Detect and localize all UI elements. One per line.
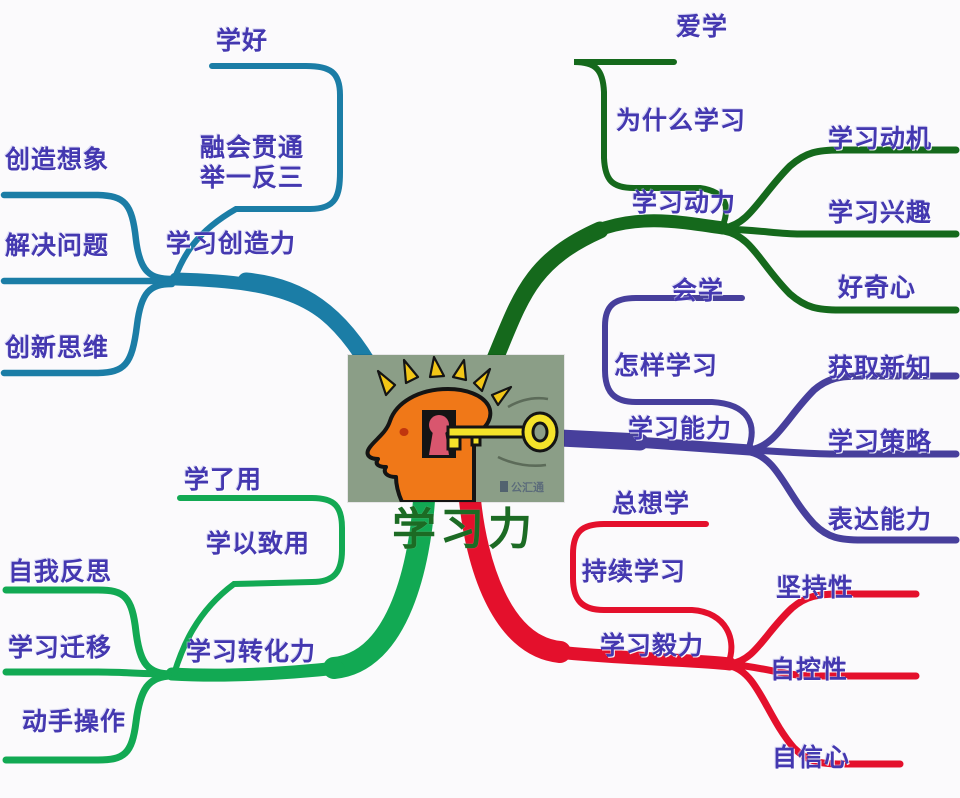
node-xuexi-chuangzaoli[interactable]: 学习创造力 — [166, 229, 297, 258]
node-zikongxing[interactable]: 自控性 — [770, 655, 849, 684]
edge-transformation-hook — [171, 495, 345, 677]
head-with-keyhole-and-key-icon: 公汇通 — [348, 355, 564, 502]
edge-xuexi-dongji — [720, 146, 960, 232]
node-biaoda-nengli[interactable]: 表达能力 — [828, 505, 933, 534]
edge-perseverance-hook — [570, 521, 735, 667]
edge-xuexi-qianyi — [2, 668, 176, 678]
edge-chuangzao-xiangxiang — [0, 191, 176, 283]
central-image: 公汇通 — [348, 355, 564, 502]
node-chuangzao-xiangxiang[interactable]: 创造想象 — [5, 145, 110, 174]
node-xuexi-zhuanhuali[interactable]: 学习转化力 — [186, 637, 317, 666]
edge-group-motivation — [483, 59, 960, 375]
trunk-ability — [551, 429, 649, 451]
edge-zixinxin — [726, 662, 904, 768]
edge-zikongxing — [726, 660, 920, 680]
edge-motivation-hook — [573, 59, 730, 231]
node-jiejue-wenti[interactable]: 解决问题 — [5, 231, 110, 260]
edge-huoqu-xinzhi — [746, 372, 960, 454]
node-xuexi-yili[interactable]: 学习毅力 — [600, 631, 705, 660]
keyhole-stem — [429, 431, 449, 455]
node-xuexi-dongji[interactable]: 学习动机 — [828, 124, 933, 153]
edge-biaoda-nengli — [746, 448, 960, 544]
edge-xuexi-celue — [746, 446, 960, 458]
edge-xuexi-xingqu — [720, 225, 960, 238]
node-dongshou-caozuo[interactable]: 动手操作 — [22, 707, 127, 736]
node-zenyang-xuexi[interactable]: 怎样学习 — [614, 351, 719, 380]
svg-text:公汇通: 公汇通 — [511, 481, 544, 494]
node-jianchixing[interactable]: 坚持性 — [776, 573, 855, 602]
node-juyi-fansan: 举一反三 — [200, 162, 305, 192]
node-ronghui-guantong: 融会贯通 — [200, 133, 305, 162]
trunk-transformation-2 — [165, 661, 345, 682]
edge-group-ability — [551, 295, 960, 544]
trunk-motivation-2 — [589, 214, 730, 238]
eye-icon — [399, 428, 409, 436]
node-chixu-xuexi[interactable]: 持续学习 — [582, 557, 687, 586]
image-watermark: 公汇通 — [500, 481, 544, 494]
node-xuexi-xingqu[interactable]: 学习兴趣 — [828, 198, 933, 227]
keyhole-circle — [429, 415, 449, 435]
rays-icon — [376, 355, 513, 407]
node-aixue[interactable]: 爱学 — [676, 12, 729, 41]
edge-group-transformation — [2, 489, 435, 764]
edge-ability-hook-visible — [602, 295, 755, 453]
node-xuexi-nengli[interactable]: 学习能力 — [628, 414, 733, 443]
node-zongxiangxue[interactable]: 总想学 — [612, 489, 691, 518]
node-chuangxin-siwei[interactable]: 创新思维 — [5, 333, 110, 362]
node-xueliaoyong[interactable]: 学了用 — [184, 465, 263, 494]
edge-group-perseverance — [459, 489, 920, 768]
node-xuehao[interactable]: 学好 — [216, 26, 269, 55]
node-huixue[interactable]: 会学 — [672, 276, 725, 305]
edge-haoqixin — [720, 227, 960, 314]
trunk-transformation — [323, 489, 435, 679]
node-xuexi-celue[interactable]: 学习策略 — [828, 427, 933, 456]
node-zixinxin[interactable]: 自信心 — [772, 743, 851, 772]
node-haoqixin[interactable]: 好奇心 — [838, 273, 917, 302]
trunk-motivation — [483, 221, 609, 375]
node-ronghui-juyi[interactable]: 融会贯通 举一反三 — [200, 133, 304, 192]
node-ziwo-fansi[interactable]: 自我反思 — [8, 557, 113, 586]
edge-jianchixing — [726, 590, 920, 668]
edge-group-creativity — [0, 63, 383, 383]
central-title: 学习力 — [392, 504, 536, 555]
node-xuexi-dongli[interactable]: 学习动力 — [632, 188, 737, 217]
node-xueyizhiyong[interactable]: 学以致用 — [206, 529, 311, 558]
key-icon — [446, 396, 559, 468]
edge-creativity-hook — [171, 63, 343, 283]
node-xuexi-qianyi[interactable]: 学习迁移 — [8, 633, 113, 662]
edge-dongshou-caozuo — [2, 672, 176, 764]
edge-chuangxin-siwei — [0, 280, 176, 377]
trunk-perseverance — [459, 489, 571, 663]
trunk-creativity-taper — [237, 272, 383, 383]
node-weishenme-xuexi[interactable]: 为什么学习 — [616, 106, 747, 135]
node-huoqu-xinzhi[interactable]: 获取新知 — [828, 353, 933, 382]
trunk-perseverance-2 — [549, 645, 737, 671]
trunk-ability-2 — [630, 436, 756, 456]
